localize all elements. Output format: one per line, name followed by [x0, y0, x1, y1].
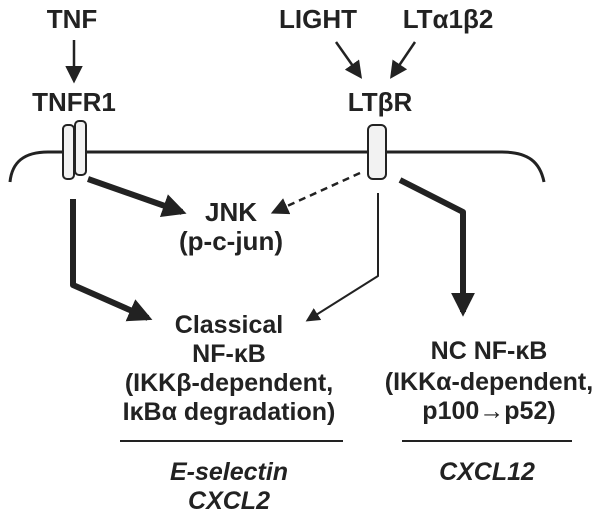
light-label: LIGHT	[279, 4, 357, 34]
classical-nfkb: NF-κB	[192, 340, 266, 368]
light-arrow	[334, 41, 363, 79]
classical-mechanism-2: IκBα degradation)	[123, 398, 336, 426]
noncanonical-mechanism-1: (IKKα-dependent,	[385, 368, 593, 396]
noncanonical-target-cxcl12: CXCL12	[439, 458, 535, 486]
classical-target-cxcl2: CXCL2	[188, 487, 270, 515]
noncanonical-mechanism-2: p100→p52)	[422, 397, 555, 425]
tnf-label: TNF	[47, 4, 98, 34]
noncanonical-title: NC NF-κB	[431, 337, 548, 365]
tnfr1-receptor-right	[74, 120, 87, 176]
ltbr-to-classical-arrow	[305, 193, 379, 322]
classical-mechanism-1: (IKKβ-dependent,	[125, 369, 333, 397]
ltbr-label: LTβR	[348, 87, 413, 117]
classical-title: Classical	[175, 311, 283, 339]
ltbr-to-jnk-dashed-arrow	[270, 171, 361, 215]
jnk-subtitle: (p-c-jun)	[179, 226, 283, 256]
tnfr1-label: TNFR1	[32, 87, 116, 117]
cell-membrane	[8, 150, 546, 183]
tnfr1-to-jnk-arrow	[87, 176, 187, 217]
classical-target-eselectin: E-selectin	[170, 458, 288, 486]
jnk-label: JNK	[205, 197, 257, 227]
ltbr-receptor	[367, 124, 387, 180]
lta1b2-label: LTα1β2	[403, 4, 494, 34]
lta1b2-arrow	[390, 41, 417, 79]
ltbr-to-noncanonical-arrow	[398, 177, 475, 317]
tnfr1-to-classical-arrow	[70, 199, 153, 322]
tnfr1-receptor-left	[62, 124, 75, 180]
